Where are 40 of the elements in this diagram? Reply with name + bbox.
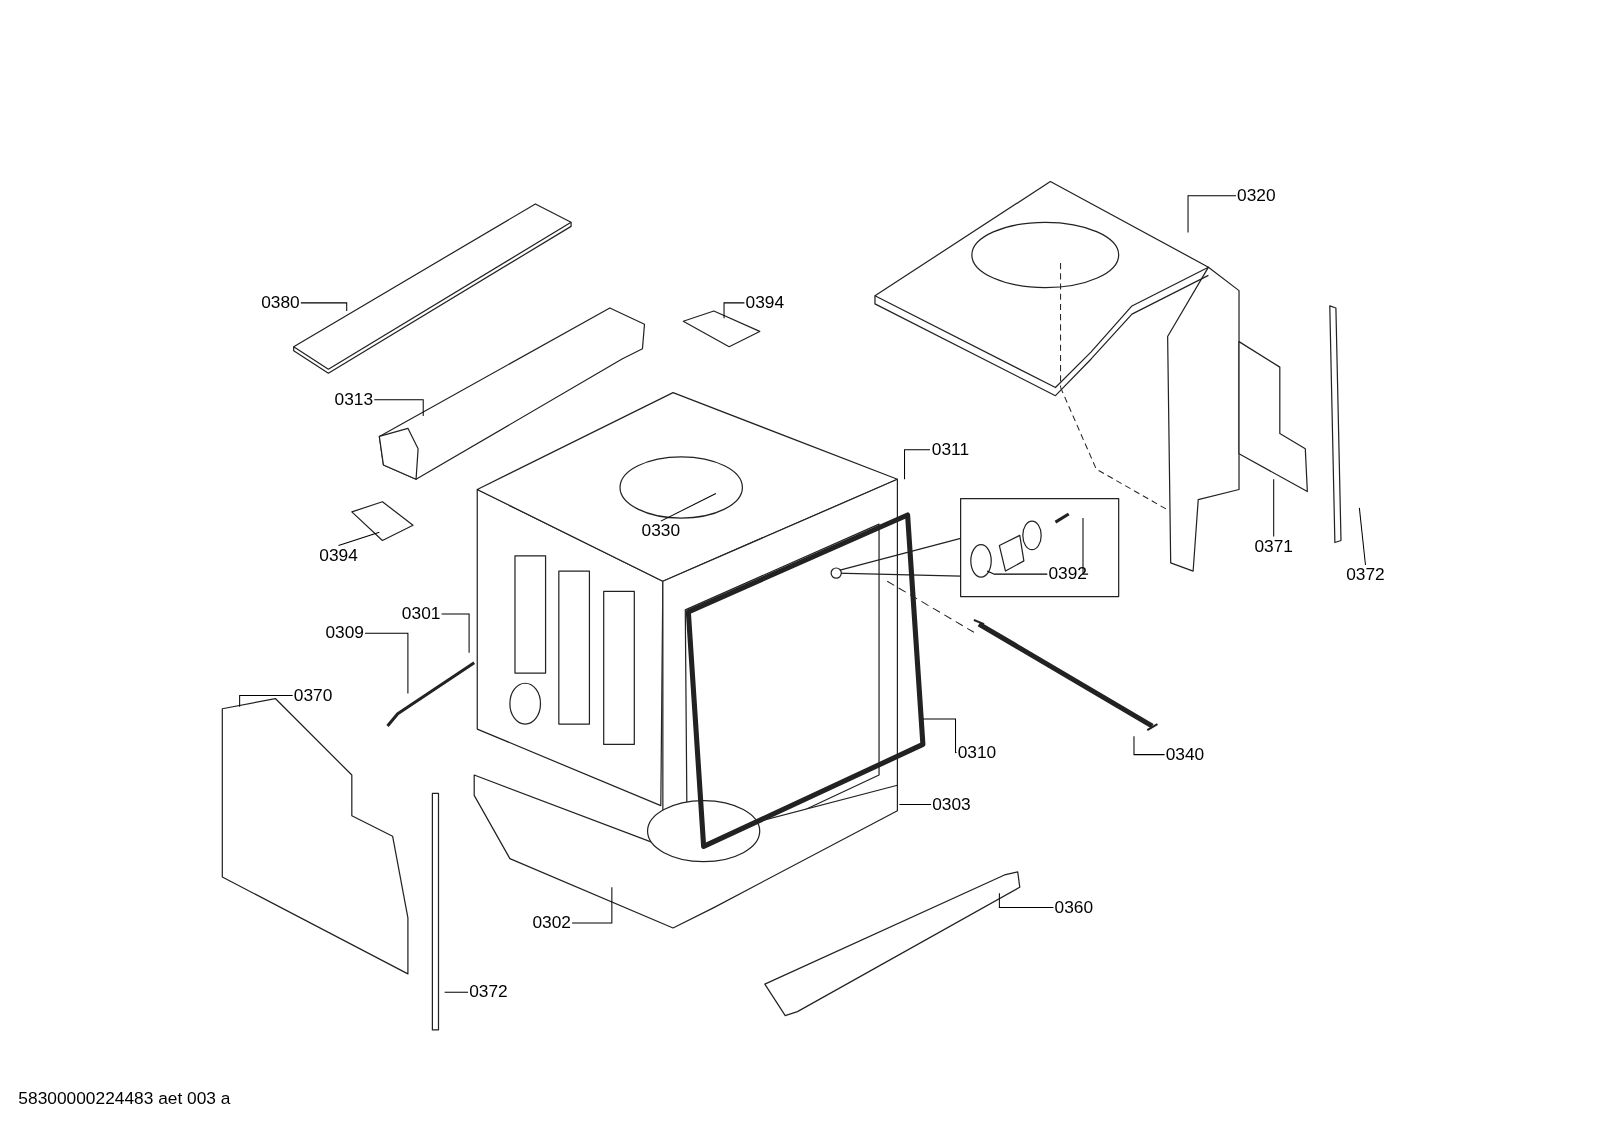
callout-number: 0372 <box>468 982 509 1003</box>
leader-line <box>1133 735 1166 756</box>
callout-number: 0309 <box>324 623 366 644</box>
leader-line <box>986 570 1048 575</box>
callout-number: 0340 <box>1164 744 1206 765</box>
leader-line <box>239 694 294 708</box>
leader-line <box>1273 478 1275 537</box>
leader-line <box>338 531 380 547</box>
callout-number: 0301 <box>400 603 442 625</box>
callout-number: 0303 <box>931 794 972 815</box>
callout-number: 0320 <box>1235 185 1277 206</box>
callout-number: 0394 <box>318 545 359 566</box>
callout-number: 0330 <box>640 521 682 542</box>
leader-line <box>904 449 931 480</box>
callout-number: 0380 <box>260 292 301 314</box>
leader-line <box>898 804 932 806</box>
leader-line <box>1358 507 1366 566</box>
leader-line <box>723 302 745 319</box>
leader-line <box>364 632 409 694</box>
drawing-number: 58300000224483 aet 003 a <box>18 1089 231 1110</box>
callout-number: 0394 <box>744 292 786 314</box>
leader-line <box>373 399 424 417</box>
leader-line <box>1187 195 1237 233</box>
leader-line <box>998 892 1054 909</box>
callout-number: 0360 <box>1053 897 1095 918</box>
callout-number: 0302 <box>531 912 573 934</box>
callout-number: 0371 <box>1253 536 1295 557</box>
leader-line <box>300 302 348 312</box>
leader-line <box>441 613 470 654</box>
callout-number: 0370 <box>292 685 334 706</box>
leader-line <box>571 886 613 924</box>
leader-line <box>444 991 469 993</box>
leader-line <box>660 493 717 522</box>
callout-number: 0392 <box>1047 563 1089 585</box>
leader-line <box>922 718 958 754</box>
callout-number: 0310 <box>956 742 998 763</box>
leader-line <box>1082 517 1089 575</box>
callout-number: 0313 <box>333 389 375 410</box>
callout-number: 0311 <box>930 439 971 460</box>
callout-number: 0372 <box>1345 564 1386 586</box>
